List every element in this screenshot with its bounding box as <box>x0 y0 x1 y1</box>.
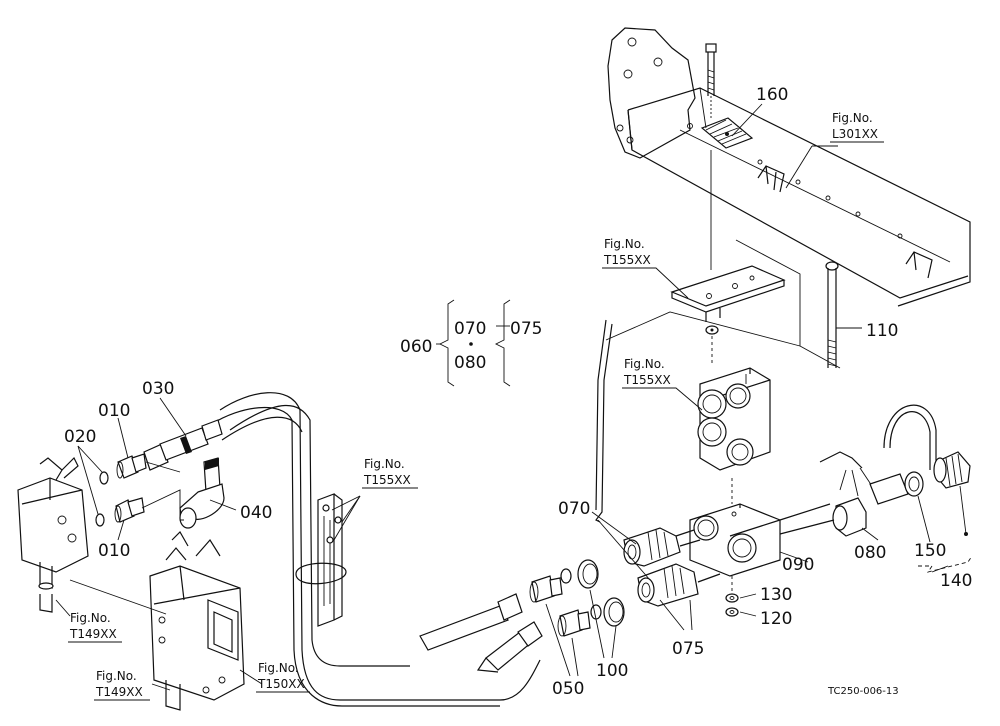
oring-100b <box>603 597 625 627</box>
fig-ref-t150: T150XX <box>257 677 305 691</box>
fig-caption-t155-mid: Fig.No. <box>624 357 665 371</box>
fig-caption-t149-b: Fig.No. <box>96 669 137 683</box>
oring-100a <box>577 559 599 589</box>
part-labels: 160 110 060 070 080 075 030 010 020 040 … <box>64 85 972 699</box>
coupler-075 <box>637 563 721 607</box>
label-130: 130 <box>760 585 792 605</box>
bolt-top <box>705 43 717 270</box>
washers-130-120 <box>725 593 757 617</box>
hose-fitting-lower <box>419 593 543 673</box>
dust-cap-150 <box>869 404 937 543</box>
label-080: 080 <box>854 543 886 563</box>
label-090: 090 <box>782 555 814 575</box>
label-160: 160 <box>756 85 788 105</box>
option-bracket <box>436 299 511 387</box>
fig-caption-l301: Fig.No. <box>832 111 873 125</box>
figure-references: Fig.No. L301XX Fig.No. T155XX Fig.No. T1… <box>68 111 899 701</box>
fig-ref-t155-top: T155XX <box>603 253 651 267</box>
label-010-top: 010 <box>98 401 130 421</box>
fig-ref-t149-b: T149XX <box>95 685 143 699</box>
label-030: 030 <box>142 379 174 399</box>
frame-beam <box>627 87 971 307</box>
label-075-group: 075 <box>510 319 542 339</box>
label-100: 100 <box>596 661 628 681</box>
seal-a <box>560 568 572 584</box>
label-070-group: 070 <box>454 319 486 339</box>
label-070: 070 <box>558 499 590 519</box>
label-020: 020 <box>64 427 96 447</box>
bracket-plate <box>670 265 786 364</box>
fig-caption-t155-top: Fig.No. <box>604 237 645 251</box>
label-040: 040 <box>240 503 272 523</box>
nipple-010b <box>114 497 145 541</box>
clamp-block-upper <box>697 367 771 471</box>
label-120: 120 <box>760 609 792 629</box>
oring-020a <box>99 471 109 485</box>
fig-ref-t155-mid: T155XX <box>623 373 671 387</box>
coupler-080 <box>819 451 879 541</box>
oring-020b <box>95 513 105 527</box>
adapter-050a <box>529 575 563 603</box>
fig-ref-l301: L301XX <box>832 127 878 141</box>
seal-b <box>590 604 602 620</box>
label-150: 150 <box>914 541 946 561</box>
hose-main <box>211 392 541 707</box>
frame-bracket <box>607 27 696 159</box>
control-valve-b <box>149 531 263 711</box>
adapter-050b <box>557 609 591 637</box>
clamp-block-090 <box>689 478 809 596</box>
fig-ref-t155-left: T155XX <box>363 473 411 487</box>
label-110: 110 <box>866 321 898 341</box>
control-valve-a <box>17 456 89 617</box>
coupler-070 <box>623 527 701 567</box>
drawing-code: TC250-006-13 <box>827 686 899 697</box>
label-140: 140 <box>940 571 972 591</box>
hose-030 <box>143 397 223 471</box>
label-plate-160 <box>700 103 763 149</box>
label-080-group: 080 <box>454 353 486 373</box>
fig-caption-t155-left: Fig.No. <box>364 457 405 471</box>
label-010-bottom: 010 <box>98 541 130 561</box>
label-050: 050 <box>552 679 584 699</box>
bolt-110 <box>825 261 862 368</box>
fig-caption-t149-a: Fig.No. <box>70 611 111 625</box>
label-075: 075 <box>672 639 704 659</box>
plug-140 <box>933 451 971 536</box>
label-060: 060 <box>400 337 432 357</box>
nipple-010a <box>116 417 147 479</box>
fig-ref-t149-a: T149XX <box>69 627 117 641</box>
elbow-040 <box>179 457 237 529</box>
fig-caption-t150: Fig.No. <box>258 661 299 675</box>
hose-clamp-vertical <box>295 493 361 627</box>
